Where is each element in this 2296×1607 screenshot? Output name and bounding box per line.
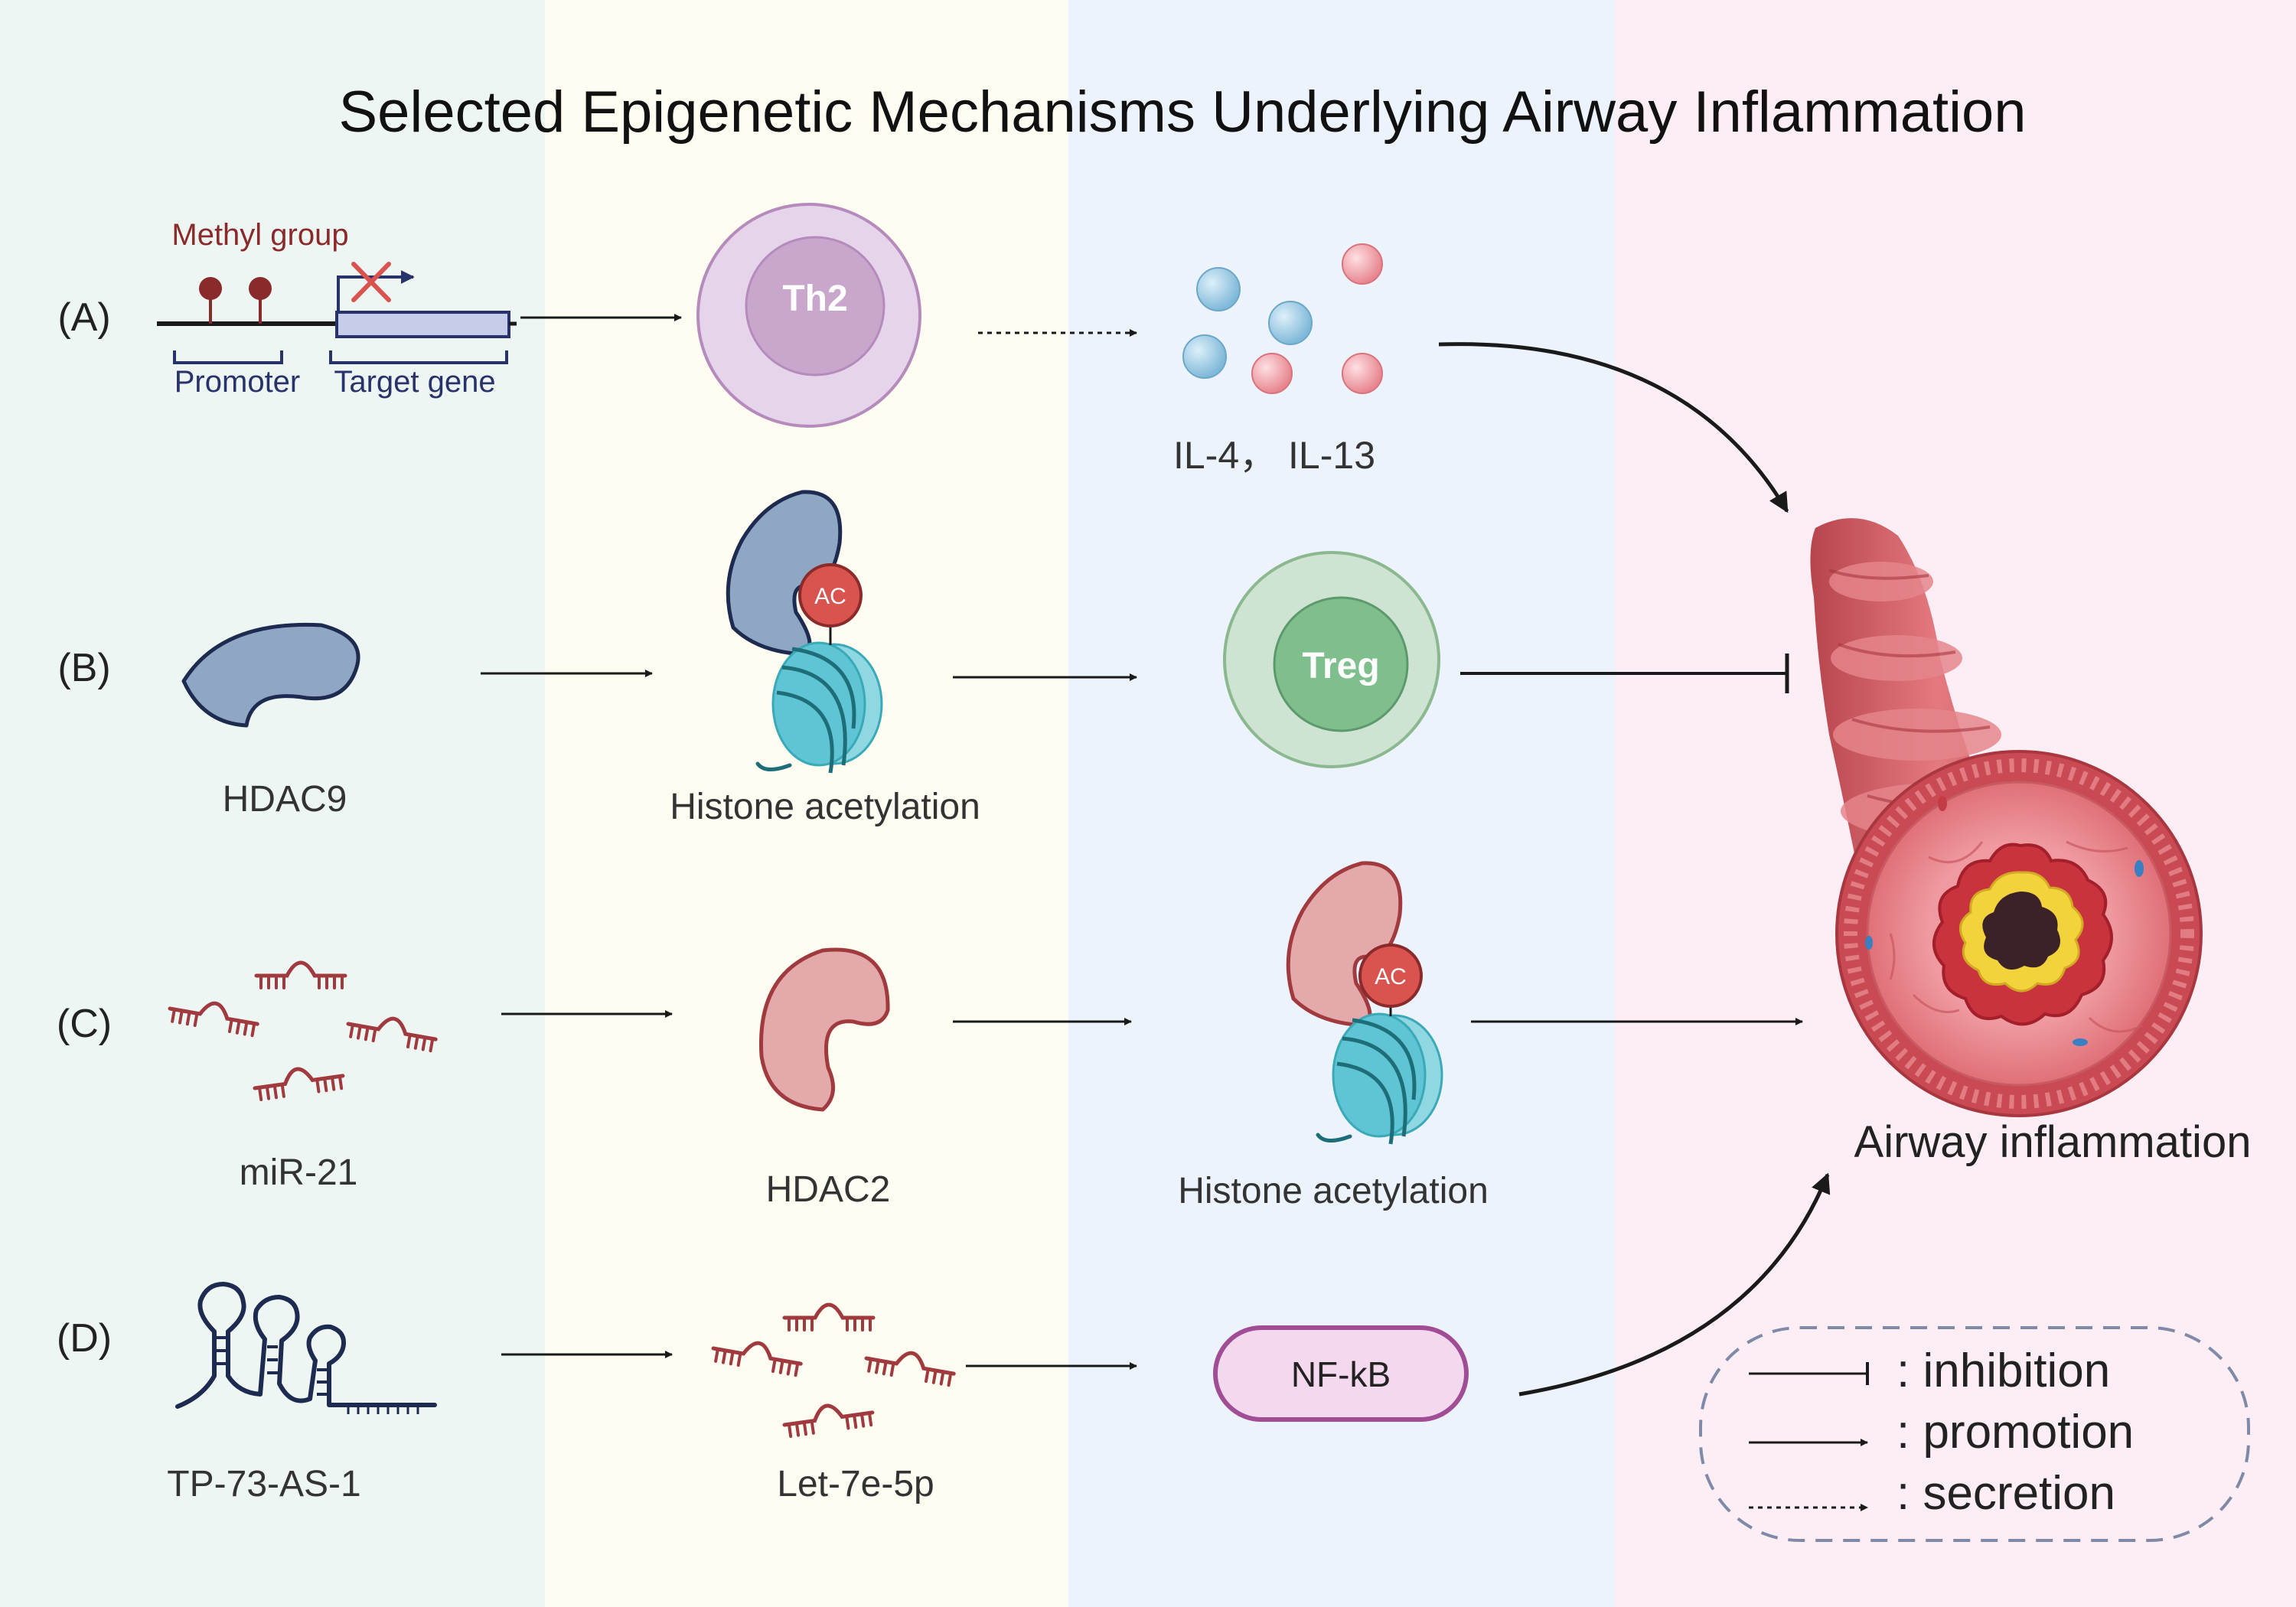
hdac2-enzyme [758,947,890,1112]
hdac2-label: HDAC2 [766,1169,891,1210]
promoter-label: Promoter [174,365,301,399]
row-a-label: (A) [57,295,110,340]
nucleosome-icon [1316,1012,1443,1145]
inhibition-treg-to-airway [1460,654,1789,693]
legend-secretion-label: : secretion [1896,1467,2115,1520]
target-gene-label: Target gene [334,365,495,399]
hdac9-enzyme [181,622,360,728]
vessel-icon [2135,860,2144,877]
let-7e-5p-label: Let-7e-5p [777,1464,934,1504]
target-gene-box [335,311,510,338]
pink-bead [1251,353,1293,394]
arrow-nfkb-to-airway [1518,1172,1831,1397]
methyl-group-label: Methyl group [171,218,348,252]
row-b-label: (B) [57,646,110,690]
blocked-cross-icon [351,262,391,302]
row-d-label: (D) [57,1316,112,1361]
pink-bead [1342,353,1383,394]
cytokine-beads [1182,243,1383,394]
legend-inhibition-label: : inhibition [1896,1345,2110,1397]
mir-21-label: miR-21 [240,1152,358,1193]
target-gene-bracket [329,350,508,364]
nf-kb-box [1213,1325,1469,1422]
acetyl-group-icon [798,563,863,627]
th2-label: Th2 [782,279,847,319]
blue-bead [1196,267,1241,311]
arrow-cytokines-to-airway [1438,342,1789,513]
cytokines-label: IL-4， IL-13 [1173,434,1375,477]
promoter-bracket [173,350,283,364]
treg-cell [1223,551,1440,768]
legend-inhibition-icon [1749,1362,1869,1385]
methylated-dna [157,262,517,364]
tp-73-as-1-lncrna [175,1282,437,1414]
histone-acetylation-label-b: Histone acetylation [670,787,980,827]
legend [1699,1326,2250,1542]
airway-inflammation-label: Airway inflammation [1854,1117,2252,1167]
vessel-icon [1865,936,1873,950]
ac-label-b: AC [814,584,846,609]
treg-label: Treg [1302,646,1379,686]
nucleosome-icon [755,641,883,774]
acetyl-group-icon [1358,944,1423,1008]
vessel-icon [2073,1038,2088,1046]
legend-border [1699,1326,2250,1542]
th2-cell [696,203,921,428]
legend-promotion-label: : promotion [1896,1406,2134,1459]
nf-kb-label: NF-kB [1291,1354,1391,1394]
blue-bead [1268,301,1313,345]
methyl-group-icon [199,277,222,300]
histone-acetylation-complex-c [1286,861,1443,1145]
airway-illustration [1810,518,2203,1117]
row-c-label: (C) [57,1002,112,1046]
vessel-icon [1938,796,1947,811]
methyl-group-icon [249,277,272,300]
airway-lumen [1982,892,2060,970]
blue-bead [1182,334,1227,379]
hdac9-label: HDAC9 [223,779,347,820]
diagram-title: Selected Epigenetic Mechanisms Underlyin… [338,80,2026,145]
tp-73-as-1-label: TP-73-AS-1 [167,1464,360,1504]
pink-bead [1342,243,1383,285]
transcription-start-arrow-icon [337,270,415,311]
ac-label-c: AC [1375,964,1407,989]
histone-acetylation-complex-b [726,490,883,774]
panel-green [0,0,545,1607]
histone-acetylation-label-c: Histone acetylation [1178,1171,1489,1211]
